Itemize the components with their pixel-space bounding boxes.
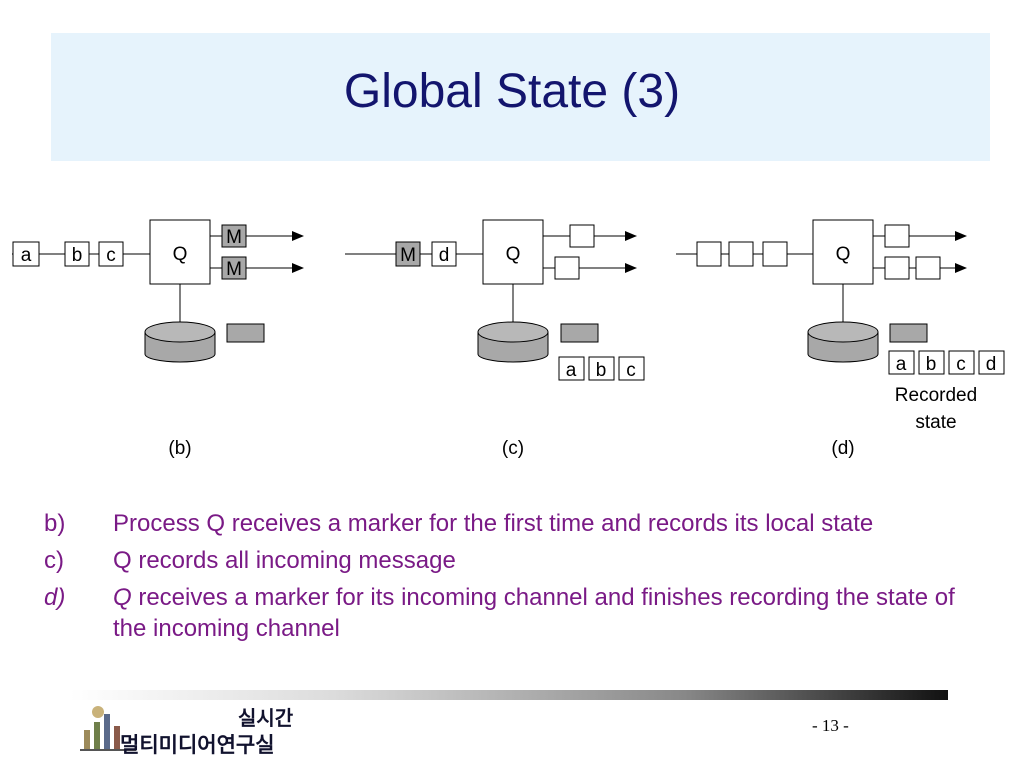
message-box	[696, 241, 722, 267]
logo-text-line1: 실시간	[238, 706, 294, 730]
recorded-message-label: a	[566, 360, 577, 381]
message-box	[884, 224, 910, 248]
recorded-state-slot	[226, 323, 265, 343]
title-banner	[51, 33, 990, 161]
logo-text-line2: 멀티미디어연구실	[120, 733, 275, 757]
recorded-message-label: a	[896, 354, 907, 375]
message-box	[762, 241, 788, 267]
recorded-message-label: c	[626, 360, 636, 381]
recorded-message-label: b	[926, 354, 937, 375]
page-number: - 13 -	[812, 716, 849, 735]
message-box	[728, 241, 754, 267]
bullet-text: receives a marker for its incoming chann…	[113, 584, 955, 642]
recorded-message-label: c	[956, 354, 966, 375]
process-q-label: Q	[173, 244, 188, 265]
bullet-text: Process Q receives a marker for the firs…	[113, 510, 874, 537]
bullet-lead: Q	[113, 584, 132, 611]
footer-gradient-bar	[70, 690, 948, 700]
bullet-item: c) Q records all incoming message	[44, 545, 984, 576]
process-q-label: Q	[506, 244, 521, 265]
panel-b: a b c Q M M (b)	[12, 219, 304, 459]
recorded-message-box	[918, 350, 945, 375]
panel-c: M d Q a b c (c)	[345, 219, 645, 459]
marker-box	[221, 256, 247, 280]
recorded-message-box	[978, 350, 1005, 375]
bullet-item: d) Q receives a marker for its incoming …	[44, 582, 984, 644]
bullet-list: b) Process Q receives a marker for the f…	[44, 508, 984, 650]
bullet-marker: c)	[44, 547, 64, 574]
recorded-message-label: b	[596, 360, 607, 381]
bullet-marker: d)	[44, 584, 66, 611]
slide-title: Global State (3)	[343, 65, 681, 118]
message-box	[915, 256, 941, 280]
message-label: a	[21, 245, 32, 266]
panel-caption: (d)	[831, 438, 854, 459]
message-box	[431, 241, 457, 267]
recorded-message-label: d	[986, 354, 997, 375]
message-box	[12, 241, 40, 267]
global-state-diagram: a b c Q M M (b) M d Q	[12, 219, 1005, 459]
panel-caption: (c)	[502, 438, 524, 459]
disk-top	[807, 321, 879, 343]
lab-logo: 실시간 멀티미디어연구실	[78, 700, 313, 757]
marker-label: M	[226, 227, 242, 248]
recorded-state-slot	[889, 323, 928, 343]
process-q-box	[812, 219, 874, 285]
marker-box	[221, 224, 247, 248]
recorded-state-label-line1: Recorded	[895, 385, 977, 406]
panel-caption: (b)	[168, 438, 191, 459]
disk-top	[144, 321, 216, 343]
marker-box	[395, 241, 421, 267]
marker-label: M	[226, 259, 242, 280]
process-q-box	[149, 219, 211, 285]
process-q-label: Q	[836, 244, 851, 265]
recorded-message-box	[888, 350, 915, 375]
message-box	[884, 256, 910, 280]
bullet-item: b) Process Q receives a marker for the f…	[44, 508, 984, 539]
bullet-text: Q records all incoming message	[113, 547, 456, 574]
marker-label: M	[400, 245, 416, 266]
message-box	[98, 241, 124, 267]
panel-d: Q a b c d Recorded state (d)	[676, 219, 1005, 459]
recorded-message-box	[588, 356, 615, 381]
bullet-marker: b)	[44, 510, 66, 537]
lab-logo-emblem	[80, 706, 136, 751]
recorded-state-label-line2: state	[915, 412, 956, 433]
message-box	[554, 256, 580, 280]
recorded-message-box	[618, 356, 645, 381]
recorded-message-box	[948, 350, 975, 375]
recorded-message-box	[558, 356, 585, 381]
recorded-state-slot	[560, 323, 599, 343]
message-label: b	[72, 245, 83, 266]
message-label: d	[439, 245, 450, 266]
message-box	[569, 224, 595, 248]
message-box	[64, 241, 90, 267]
disk-top	[477, 321, 549, 343]
message-label: c	[106, 245, 116, 266]
